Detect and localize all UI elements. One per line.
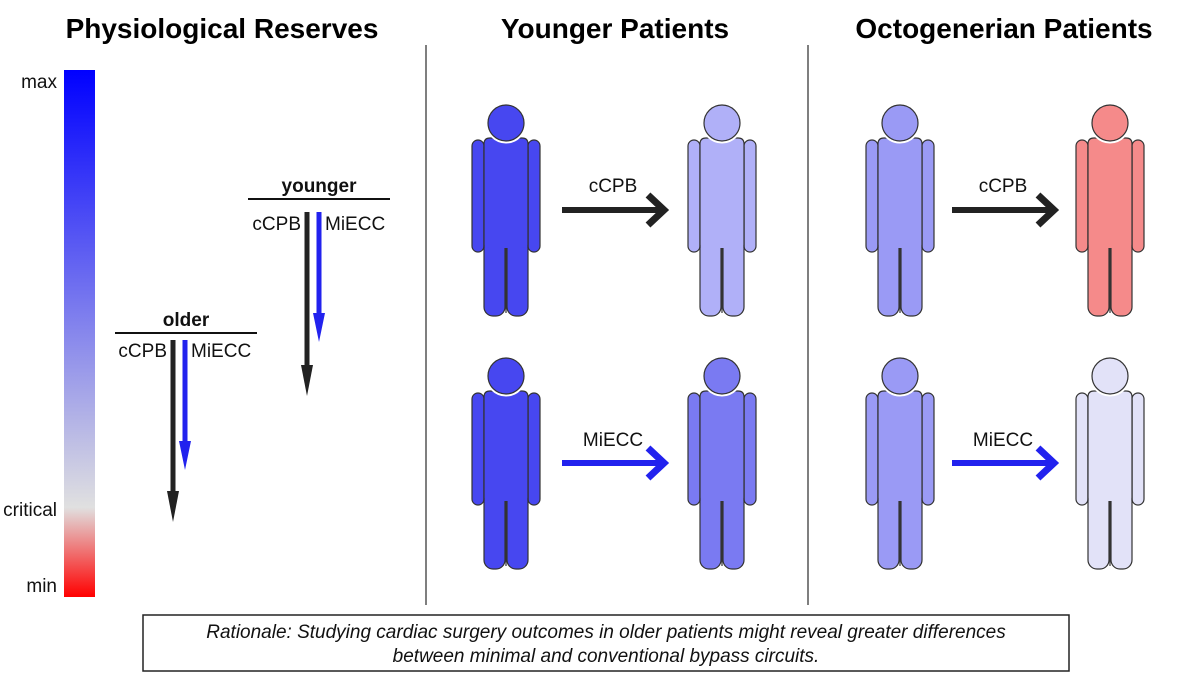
rationale-line-2: between minimal and conventional bypass …	[393, 646, 820, 667]
younger-group-label: younger	[282, 176, 358, 197]
patient-figure-younger-pre	[471, 102, 541, 317]
older-miecc-label: MiECC	[191, 341, 251, 362]
younger-ccpb-label: cCPB	[252, 214, 301, 235]
younger-ccpb-arrow-label: cCPB	[589, 176, 638, 197]
title-octogenerian-patients: Octogenerian Patients	[855, 13, 1152, 44]
patient-figure-younger-pre	[471, 355, 541, 570]
octo-ccpb-arrow-label: cCPB	[979, 176, 1028, 197]
octo-ccpb-arrow	[952, 192, 1060, 228]
younger-miecc-arrow-label: MiECC	[583, 430, 643, 451]
scale-critical-label: critical	[3, 500, 57, 521]
rationale-box	[142, 614, 1070, 672]
reserve-color-scale	[64, 70, 95, 597]
scale-max-label: max	[21, 72, 57, 93]
younger-miecc-label: MiECC	[325, 214, 385, 235]
older-miecc-decline-arrow	[179, 340, 191, 470]
title-younger-patients: Younger Patients	[501, 13, 729, 44]
younger-miecc-decline-arrow	[313, 212, 325, 342]
patient-figure-younger-post-ccpb	[687, 102, 757, 317]
octo-miecc-arrow	[952, 445, 1060, 481]
older-ccpb-decline-arrow	[167, 340, 179, 522]
younger-ccpb-arrow	[562, 192, 670, 228]
younger-ccpb-decline-arrow	[301, 212, 313, 396]
octo-miecc-arrow-label: MiECC	[973, 430, 1033, 451]
older-ccpb-label: cCPB	[118, 341, 167, 362]
younger-miecc-arrow	[562, 445, 670, 481]
rationale-line-1: Rationale: Studying cardiac surgery outc…	[206, 622, 1006, 643]
patient-figure-younger-post-miecc	[687, 355, 757, 570]
patient-figure-octo-post-ccpb	[1075, 102, 1145, 317]
older-group-label: older	[163, 310, 210, 331]
patient-figure-octo-pre	[865, 355, 935, 570]
scale-min-label: min	[26, 576, 57, 597]
patient-figure-octo-pre	[865, 102, 935, 317]
title-physiological-reserves: Physiological Reserves	[66, 13, 379, 44]
patient-figure-octo-post-miecc	[1075, 355, 1145, 570]
